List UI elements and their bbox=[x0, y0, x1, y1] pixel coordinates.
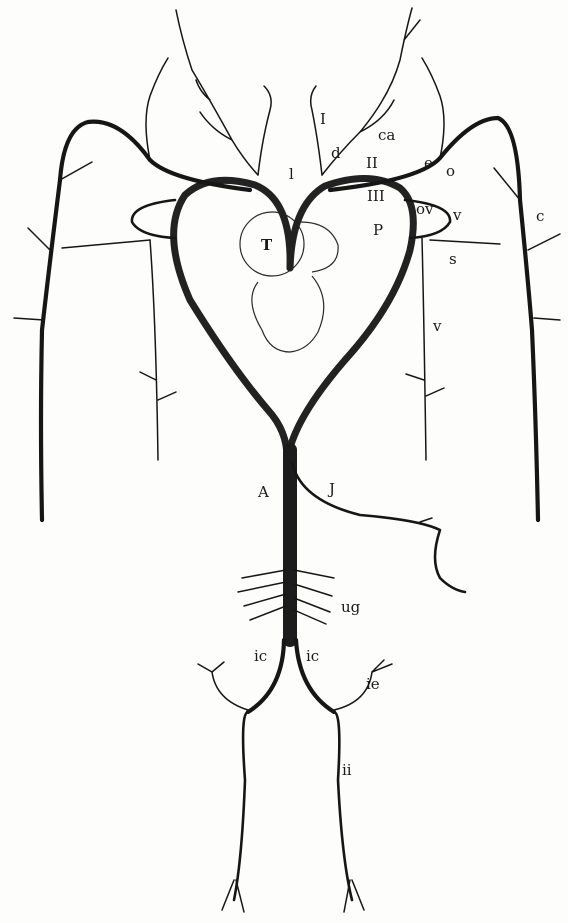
label-A: A bbox=[257, 483, 269, 501]
label-I: I bbox=[320, 110, 326, 128]
label-ic-right: ic bbox=[306, 647, 319, 665]
label-d: d bbox=[331, 144, 341, 162]
label-ov: ov bbox=[416, 200, 434, 218]
label-ic-left: ic bbox=[254, 647, 267, 665]
label-l: l bbox=[289, 165, 294, 183]
label-ug: ug bbox=[341, 598, 361, 616]
labels: I ca d l II e o III ov v c T P s v A J u… bbox=[254, 110, 544, 779]
label-s: s bbox=[449, 250, 457, 268]
label-ii: ii bbox=[342, 761, 352, 779]
label-II: II bbox=[366, 154, 378, 172]
label-ca: ca bbox=[378, 126, 395, 144]
hind-limb-vessels bbox=[198, 660, 392, 912]
intestinal-vessel bbox=[292, 462, 465, 592]
label-P: P bbox=[373, 221, 383, 239]
label-ie: ie bbox=[366, 675, 380, 693]
label-e: e bbox=[424, 154, 433, 172]
label-c: c bbox=[536, 207, 544, 225]
label-III: III bbox=[367, 187, 385, 205]
label-o: o bbox=[446, 162, 455, 180]
label-v-lower: v bbox=[432, 317, 442, 335]
label-v-upper: v bbox=[452, 206, 462, 224]
label-T: T bbox=[261, 236, 273, 254]
head-vessels bbox=[146, 8, 444, 175]
label-J: J bbox=[327, 480, 335, 498]
